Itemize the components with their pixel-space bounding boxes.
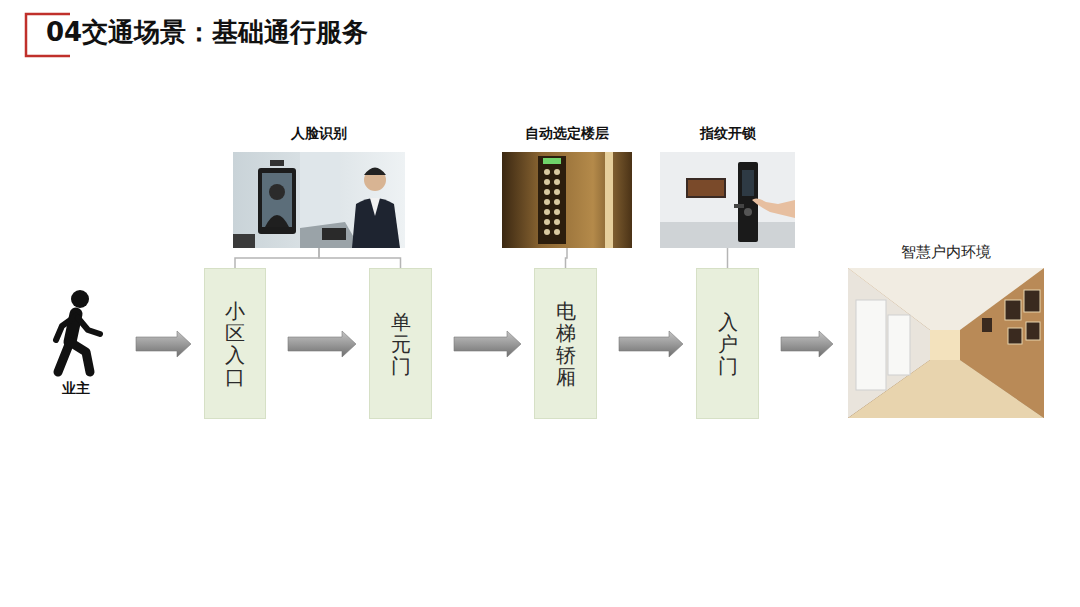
person-icon-part <box>58 342 70 372</box>
elevator-panel-photo-part-part <box>544 219 550 225</box>
face-recognition-photo-part <box>322 228 346 240</box>
step-label: 入户门 <box>718 311 738 377</box>
photo-caption: 人脸识别 <box>231 125 407 143</box>
elevator-panel-photo-part <box>605 152 613 248</box>
face-recognition-photo-part <box>233 152 405 248</box>
flow-arrow <box>288 331 356 357</box>
person-icon <box>56 290 100 372</box>
photo-caption: 智慧户内环境 <box>846 243 1046 262</box>
leader-connector <box>727 248 729 268</box>
elevator-panel-photo-part-part <box>554 219 560 225</box>
leader-connector <box>566 248 568 268</box>
elevator-panel-photo-part-part <box>554 179 560 185</box>
person-label: 业主 <box>38 380 114 398</box>
elevator-panel-photo-part-part <box>554 229 560 235</box>
interior-corridor-photo-part <box>1005 300 1021 320</box>
interior-corridor-photo-part <box>848 268 1044 418</box>
face-recognition-photo-part <box>364 168 386 176</box>
flow-arrow <box>781 331 833 357</box>
face-recognition-photo-part <box>269 184 285 200</box>
face-recognition-photo-part <box>270 160 284 166</box>
interior-corridor-photo-part <box>888 315 910 375</box>
person-icon-part <box>70 342 90 372</box>
interior-corridor-photo-part <box>1026 322 1040 340</box>
elevator-panel-photo-part-part <box>544 179 550 185</box>
elevator-panel-photo-part <box>544 169 560 235</box>
interior-corridor-photo-part <box>1024 290 1040 312</box>
fingerprint-lock-photo-part <box>742 170 754 196</box>
interior-corridor-photo-part <box>1008 328 1022 344</box>
face-recognition-photo-part <box>352 198 400 248</box>
elevator-panel-photo-part-part <box>554 209 560 215</box>
elevator-panel-photo-part-part <box>554 189 560 195</box>
elevator-panel-photo-part <box>502 152 632 248</box>
photo-node: 自动选定楼层 <box>500 125 634 248</box>
photo-node: 指纹开锁 <box>658 125 797 248</box>
fingerprint-lock-photo-part <box>660 222 795 248</box>
face-recognition-photo-part <box>262 173 292 227</box>
interior-corridor-photo-part <box>856 300 886 390</box>
flow-arrow <box>136 331 191 357</box>
flow-arrow <box>619 331 683 357</box>
face-recognition-photo <box>233 152 405 248</box>
interior-corridor-photo-part <box>982 318 992 332</box>
leader-connector <box>319 248 401 268</box>
photo-caption: 自动选定楼层 <box>500 125 634 143</box>
fingerprint-lock-photo-part <box>734 204 744 208</box>
interior-corridor-photo <box>848 268 1044 418</box>
process-box: 电梯轿厢 <box>534 268 597 419</box>
photo-node: 人脸识别 <box>231 125 407 248</box>
elevator-panel-photo-part-part <box>544 199 550 205</box>
elevator-panel-photo <box>502 152 632 248</box>
fingerprint-lock-photo-part <box>660 152 795 248</box>
elevator-panel-photo-part <box>538 156 566 244</box>
flow-arrow <box>454 331 521 357</box>
face-recognition-photo-part <box>233 234 255 248</box>
elevator-panel-photo-part-part <box>554 199 560 205</box>
elevator-panel-photo-part-part <box>544 209 550 215</box>
person-node: 业主 <box>38 286 114 398</box>
face-recognition-photo-part <box>300 222 360 248</box>
slide-title: 04交通场景：基础通行服务 <box>46 15 368 50</box>
interior-corridor-photo-part <box>930 330 960 360</box>
face-recognition-photo-part <box>265 215 289 227</box>
photo-caption: 指纹开锁 <box>658 125 797 143</box>
face-recognition-photo-part <box>370 198 380 216</box>
process-box: 入户门 <box>696 268 759 419</box>
photo-node: 智慧户内环境 <box>846 243 1046 418</box>
fingerprint-lock-photo-part <box>686 178 726 198</box>
step-label: 单元门 <box>391 311 411 377</box>
elevator-panel-photo-part-part <box>544 169 550 175</box>
fingerprint-lock-photo-part <box>752 198 795 218</box>
elevator-panel-photo-part-part <box>554 169 560 175</box>
person-icon-part <box>71 290 89 308</box>
person-icon-part <box>78 318 100 334</box>
fingerprint-lock-photo <box>660 152 795 248</box>
elevator-panel-photo-part <box>543 158 561 164</box>
process-box: 小区入口 <box>204 268 266 419</box>
fingerprint-lock-photo-part <box>688 180 724 196</box>
person-icon-part <box>56 316 76 340</box>
process-box: 单元门 <box>369 268 432 419</box>
fingerprint-lock-photo-part <box>744 208 752 216</box>
elevator-panel-photo-part-part <box>544 229 550 235</box>
step-label: 小区入口 <box>225 300 245 388</box>
face-recognition-photo-part <box>258 168 296 234</box>
leader-connector <box>235 248 319 268</box>
step-label: 电梯轿厢 <box>556 300 576 388</box>
elevator-panel-photo-part-part <box>544 189 550 195</box>
